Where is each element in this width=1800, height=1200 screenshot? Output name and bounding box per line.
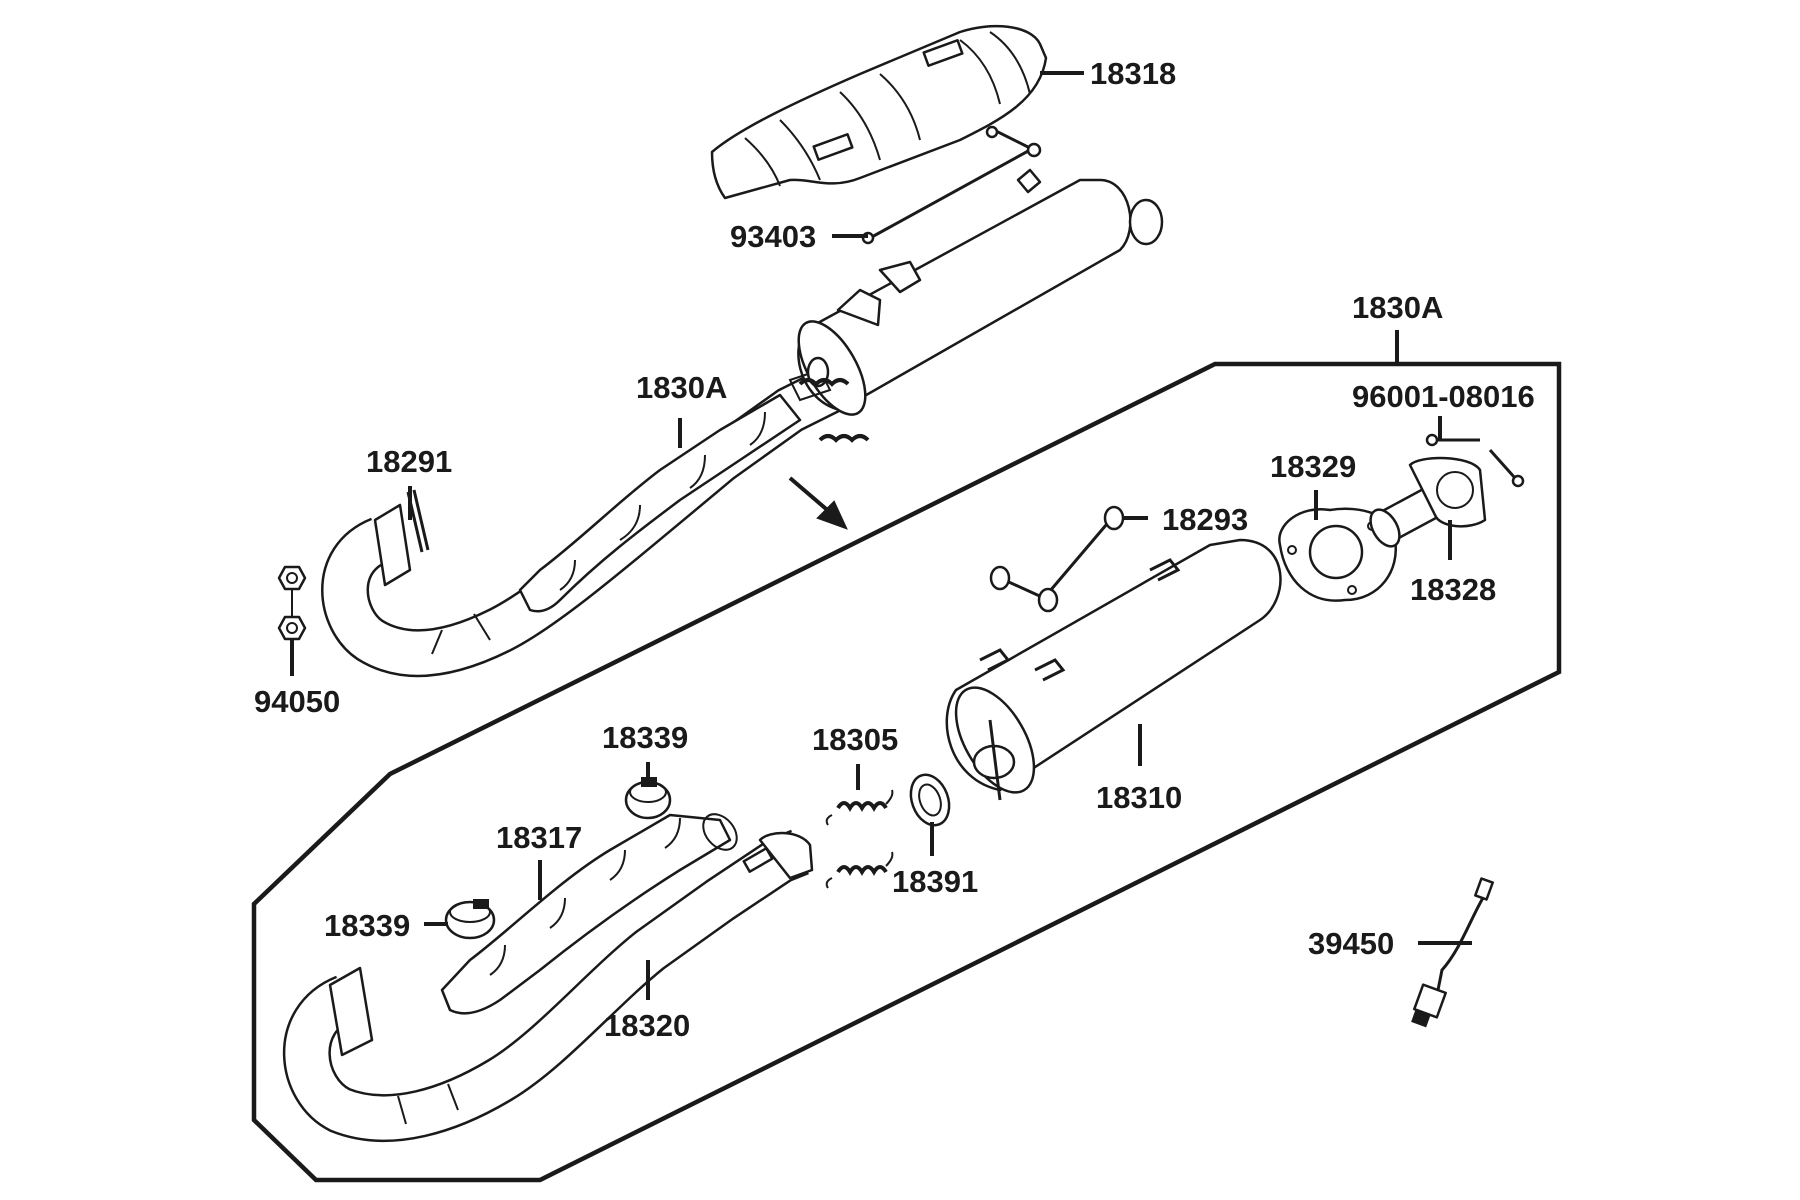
label-mount-rubber: 18293 xyxy=(1162,502,1248,537)
label-clamp-upper: 18339 xyxy=(602,720,688,755)
muffler-top-part xyxy=(788,168,1164,416)
assembly-frame xyxy=(251,361,1562,1183)
flange-gasket-part xyxy=(1278,507,1397,602)
mount-rubber-part xyxy=(989,505,1125,613)
label-assy-header: 1830A xyxy=(636,370,727,405)
nut-part xyxy=(277,565,307,641)
bolt-rod-part xyxy=(861,125,1042,245)
spring-part xyxy=(825,789,894,889)
inlet-pipe-part xyxy=(1369,456,1487,548)
label-stud-bolt: 96001-08016 xyxy=(1352,379,1535,414)
label-bolt-rod: 93403 xyxy=(730,219,816,254)
label-pipe-heat-shield: 18317 xyxy=(496,820,582,855)
label-assy-top: 1830A xyxy=(1352,290,1443,325)
label-nut: 94050 xyxy=(254,684,340,719)
label-spring: 18305 xyxy=(812,722,898,757)
heat-shield-top-part xyxy=(710,24,1048,200)
direction-arrow xyxy=(788,476,848,530)
pipe-shield-top-part xyxy=(518,393,802,613)
label-muffler: 18310 xyxy=(1096,780,1182,815)
label-clamp-lower: 18339 xyxy=(324,908,410,943)
header-flange-top-part xyxy=(373,489,430,587)
clamp-lower-part xyxy=(444,899,496,940)
label-ring-gasket: 18391 xyxy=(892,864,978,899)
ring-gasket-part xyxy=(909,773,951,827)
oxygen-sensor-part xyxy=(1411,877,1494,1028)
label-flange-gasket: 18329 xyxy=(1270,449,1356,484)
label-header-pipe: 18320 xyxy=(604,1008,690,1043)
label-oxygen-sensor: 39450 xyxy=(1308,926,1394,961)
clamp-upper-part xyxy=(624,777,672,820)
label-header-gasket: 18291 xyxy=(366,444,452,479)
pipe-heat-shield-part xyxy=(440,813,738,1015)
spring-top-part xyxy=(798,378,870,443)
header-pipe-part xyxy=(282,829,814,1143)
muffler-part xyxy=(945,538,1282,801)
leader-lines xyxy=(290,71,1472,1000)
label-heat-shield-top: 18318 xyxy=(1090,56,1176,91)
stud-bolt-part xyxy=(1425,433,1525,488)
label-inlet-pipe: 18328 xyxy=(1410,572,1496,607)
